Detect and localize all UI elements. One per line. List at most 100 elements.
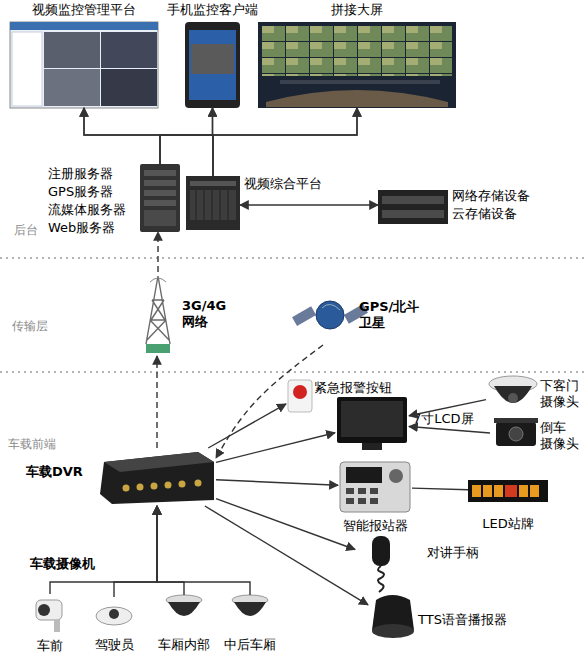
screenshot-tree: [12, 32, 42, 106]
handset-node: 对讲手柄: [355, 535, 407, 583]
node-label: Web服务器: [48, 220, 115, 236]
lcd-frame: [337, 397, 407, 443]
connector-arrow: [208, 404, 286, 448]
video-tile: [44, 69, 100, 106]
camera-mount: [54, 620, 60, 632]
led-glyph: [472, 485, 481, 497]
server-node: 注册服务器GPS服务器流媒体服务器Web服务器: [140, 164, 180, 232]
chassis-slot: [190, 181, 236, 186]
front-camera: [36, 600, 62, 632]
camera-lens: [508, 393, 518, 403]
lcd-stand: [362, 443, 382, 450]
tts-speaker: [372, 595, 414, 638]
lcd-screen: [341, 401, 403, 437]
chassis-body: [186, 176, 240, 230]
node-label: 网络存储设备: [452, 188, 530, 204]
connector-arrow: [216, 433, 335, 463]
node-label: 中后车厢: [220, 637, 280, 653]
storage-row: [382, 196, 444, 204]
video-tile: [44, 32, 100, 68]
storage-device: [378, 190, 448, 224]
rack-unit: [144, 210, 176, 226]
camera-body: [36, 600, 62, 620]
connector-arrow: [160, 108, 213, 164]
handset-cord: [378, 566, 384, 592]
node-label: 车前: [20, 638, 80, 654]
connector-arrow: [216, 480, 338, 486]
dome-camera: [489, 376, 537, 403]
led-glyph: [519, 485, 528, 497]
camera-node: 中后车厢: [230, 595, 270, 627]
chassis-slot: [190, 190, 236, 220]
button-plate: [288, 380, 312, 412]
reversing-camera: [494, 418, 538, 446]
screenshot-node: 视频监控管理平台: [10, 22, 158, 108]
camera-lens: [509, 427, 523, 441]
node-label: 7寸LCD屏: [413, 411, 474, 427]
announcer-screen: [346, 467, 382, 483]
dvr-top: [104, 452, 214, 472]
announcer-key: [346, 498, 354, 504]
node-label: 流媒体服务器: [48, 202, 126, 218]
satellite-body: [316, 301, 344, 329]
dvr-connector: [195, 480, 202, 487]
camera-node: 倒车 摄像头: [490, 418, 540, 452]
node-label: 下客门 摄像头: [540, 378, 584, 410]
node-label: GPS服务器: [48, 184, 113, 200]
connector-arrow: [409, 426, 490, 433]
alarm-node: 紧急报警按钮: [286, 378, 314, 414]
server-rack: [140, 164, 180, 232]
announcer-body: [340, 462, 410, 512]
alarm-button: [288, 380, 312, 412]
connector-arrow: [216, 499, 355, 550]
announcer-key: [370, 488, 378, 494]
layer-separator: [0, 257, 584, 259]
chassis-slot-line: [196, 190, 197, 220]
node-label: 云存储设备: [452, 206, 517, 222]
led-sign: [468, 480, 548, 502]
connector-arrow: [157, 506, 250, 595]
speaker-node: TTS语音播报器: [368, 592, 418, 648]
node-label: 倒车 摄像头: [540, 420, 584, 452]
dvr-body: [100, 452, 214, 504]
dvr-node: 车载DVR: [98, 448, 216, 506]
phone-body: [185, 22, 240, 108]
wall-tiles: [262, 26, 452, 76]
connector-arrow: [205, 506, 368, 605]
wireless-link: [156, 356, 157, 448]
dvr-connector: [123, 485, 130, 492]
rack-body: [140, 164, 180, 232]
announcer-node: 智能报站器: [338, 460, 412, 514]
tower-lattice: [146, 276, 170, 344]
connector-arrow: [240, 204, 378, 205]
rack-unit: [144, 180, 176, 186]
cabin-camera: [166, 595, 202, 616]
dvr-device: [100, 452, 214, 504]
console-desk: [266, 90, 448, 107]
camera-dome: [168, 602, 200, 616]
announcer-key: [346, 488, 354, 494]
platform-screenshot: [10, 22, 158, 108]
video-wall: [258, 22, 456, 108]
node-label: 视频综合平台: [244, 176, 322, 192]
signal-arc: [150, 278, 166, 282]
led-glyph: [505, 485, 517, 497]
solar-panel: [292, 306, 316, 326]
node-label: 对讲手柄: [427, 545, 479, 561]
rack-unit: [144, 190, 176, 196]
connector-arrow: [50, 506, 157, 594]
layer-separator: [0, 371, 584, 373]
storage-row: [382, 210, 444, 218]
phone-node: 手机监控客户端: [185, 22, 240, 108]
chassis-slot-line: [212, 190, 213, 220]
node-label: 手机监控客户端: [157, 2, 268, 18]
phone-screen: [189, 30, 236, 100]
chassis-slot-line: [228, 190, 229, 220]
led-node: LED站牌: [468, 480, 548, 502]
dvr-connector: [179, 481, 186, 488]
connector-arrow: [412, 488, 468, 490]
camera-node: 下客门 摄像头: [486, 374, 540, 414]
node-label: 智能报站器: [334, 518, 416, 534]
handset-body: [372, 536, 390, 566]
